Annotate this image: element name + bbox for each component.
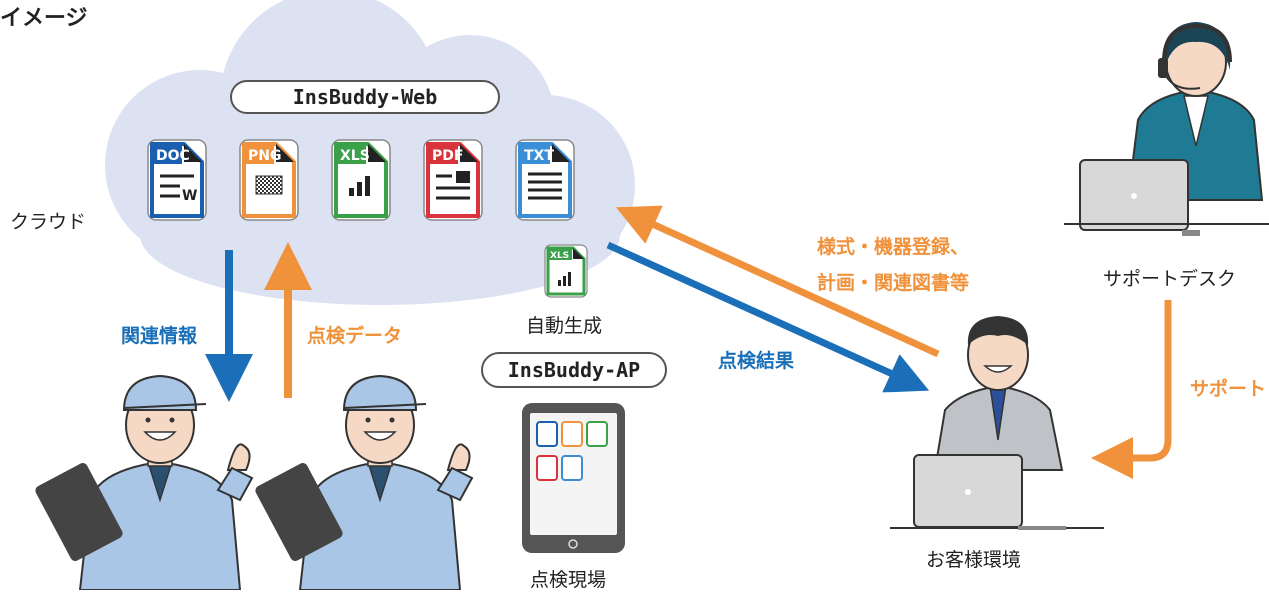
worker-left-illustration <box>35 374 254 590</box>
insbuddy-ap-badge: InsBuddy-AP <box>481 352 667 388</box>
file-type-label: PDF <box>432 148 463 164</box>
file-png-icon: PNG <box>239 139 299 221</box>
word-glyph-icon: W <box>182 188 197 204</box>
file-doc-icon: DOC W <box>147 139 207 221</box>
customer-env-label: お客様環境 <box>926 549 1022 571</box>
support-desk-label: サポートデスク <box>1103 268 1237 290</box>
inspection-data-label: 点検データ <box>307 325 403 347</box>
insbuddy-web-badge: InsBuddy-Web <box>230 80 500 114</box>
inspection-site-label: 点検現場 <box>530 569 607 591</box>
file-type-label: TXT <box>524 148 554 164</box>
support-label: サポート <box>1190 378 1267 400</box>
file-type-label: DOC <box>156 148 190 164</box>
customer-illustration <box>890 316 1104 530</box>
file-type-label: PNG <box>248 148 281 164</box>
registration-arrow <box>615 205 940 358</box>
file-type-label: XLS <box>340 148 370 164</box>
auto-generate-label: 自動生成 <box>526 315 603 337</box>
registration-label-line1: 様式・機器登録、 <box>817 236 970 258</box>
related-info-label: 関連情報 <box>121 325 198 347</box>
file-xls-icon: XLS <box>331 139 391 221</box>
worker-right-illustration <box>255 374 474 590</box>
support-arrow <box>1091 300 1172 479</box>
registration-label-line2: 計画・関連図書等 <box>817 272 970 294</box>
auto-generated-xls-icon: XLS <box>544 244 588 298</box>
cloud-label: クラウド <box>10 211 87 233</box>
file-icon-group: DOC W PNG XLS PDF TXT <box>147 139 575 221</box>
support-staff-illustration <box>1064 22 1269 236</box>
auto-file-type-label: XLS <box>550 251 569 261</box>
inspection-result-label: 点検結果 <box>718 350 795 372</box>
tablet-icon <box>522 403 625 553</box>
page-title: イメージ <box>0 6 88 31</box>
file-pdf-icon: PDF <box>423 139 483 221</box>
file-txt-icon: TXT <box>515 139 575 221</box>
inspection-result-arrow <box>606 241 930 393</box>
